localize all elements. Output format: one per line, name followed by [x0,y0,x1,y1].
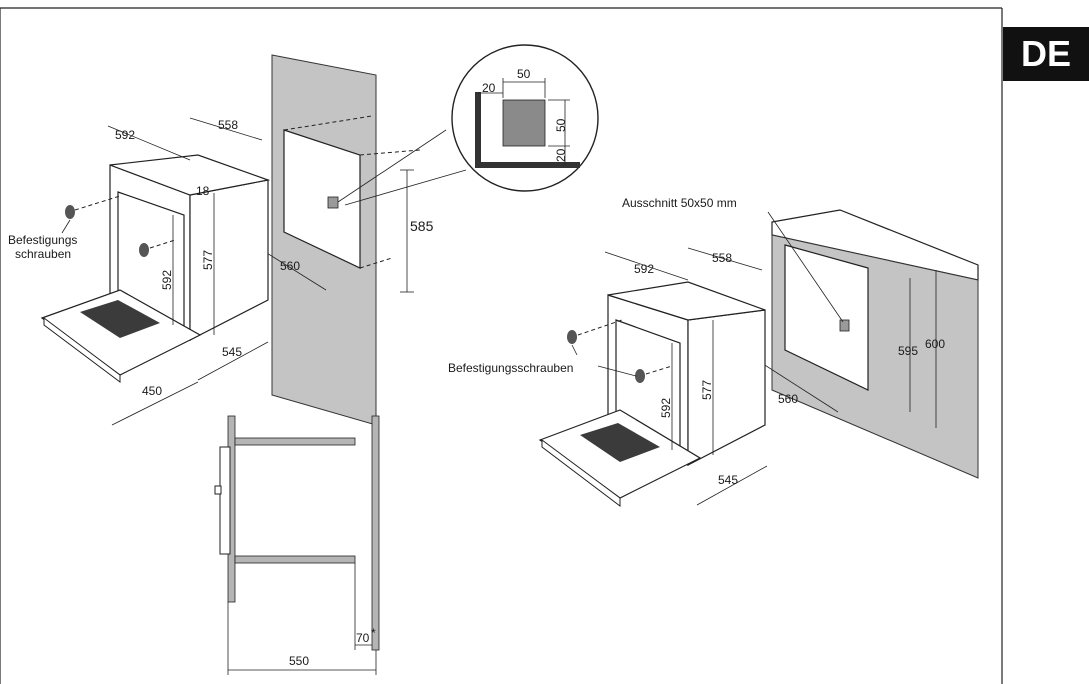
right-cabinet [759,209,979,479]
left-screws-label-line1: Befestigungs [8,233,77,247]
left-dim-niche-width: 560 [280,259,300,273]
left-dimension-lines [107,117,269,426]
right-dimension-lines [604,247,768,506]
right-screws-label: Befestigungsschrauben [448,361,573,375]
screw-icon [65,205,75,219]
right-cutout-label: Ausschnitt 50x50 mm [622,196,737,210]
left-screws-label-line2: schrauben [15,247,71,261]
detail-dim-50-top: 50 [517,67,531,81]
side-section [214,415,380,675]
right-dim-depth: 558 [712,251,732,265]
left-dim-depth: 558 [218,118,238,132]
left-dim-inner-height: 592 [160,270,174,290]
right-dim-600: 600 [925,337,945,351]
screw-icon [635,369,645,383]
detail-dim-50-right: 50 [554,118,568,132]
right-dim-560: 560 [778,392,798,406]
right-dim-545: 545 [718,473,738,487]
left-dim-450: 450 [142,384,162,398]
left-screws [61,195,176,257]
right-dim-height: 577 [700,380,714,400]
right-oven-body [538,281,766,508]
niche-cutout-square [327,196,339,209]
left-wall-panel [245,54,421,426]
detail-cutout-square [502,99,546,147]
left-dim-545: 545 [222,345,242,359]
left-oven-body [40,154,271,383]
language-badge: DE [1003,27,1089,81]
detail-dim-20-bottom: 20 [554,148,568,162]
left-dim-niche-height: 585 [410,218,434,234]
cabinet-cutout-square [839,319,850,332]
detail-circle [337,44,599,206]
right-dim-width: 592 [634,262,654,276]
left-dim-panel: 18 [196,184,210,198]
page-frame [0,7,1003,684]
detail-dim-20-left: 20 [482,81,496,95]
section-dim-550: 550 [289,654,309,668]
section-dim-70: 70 [356,631,370,645]
section-asterisk: * [371,626,376,640]
right-dim-595: 595 [898,344,918,358]
right-screws [567,211,844,383]
left-dim-height: 577 [201,250,215,270]
left-dim-width: 592 [115,128,135,142]
right-dim-inner-height: 592 [659,398,673,418]
screw-icon [567,330,577,344]
screw-icon [139,243,149,257]
